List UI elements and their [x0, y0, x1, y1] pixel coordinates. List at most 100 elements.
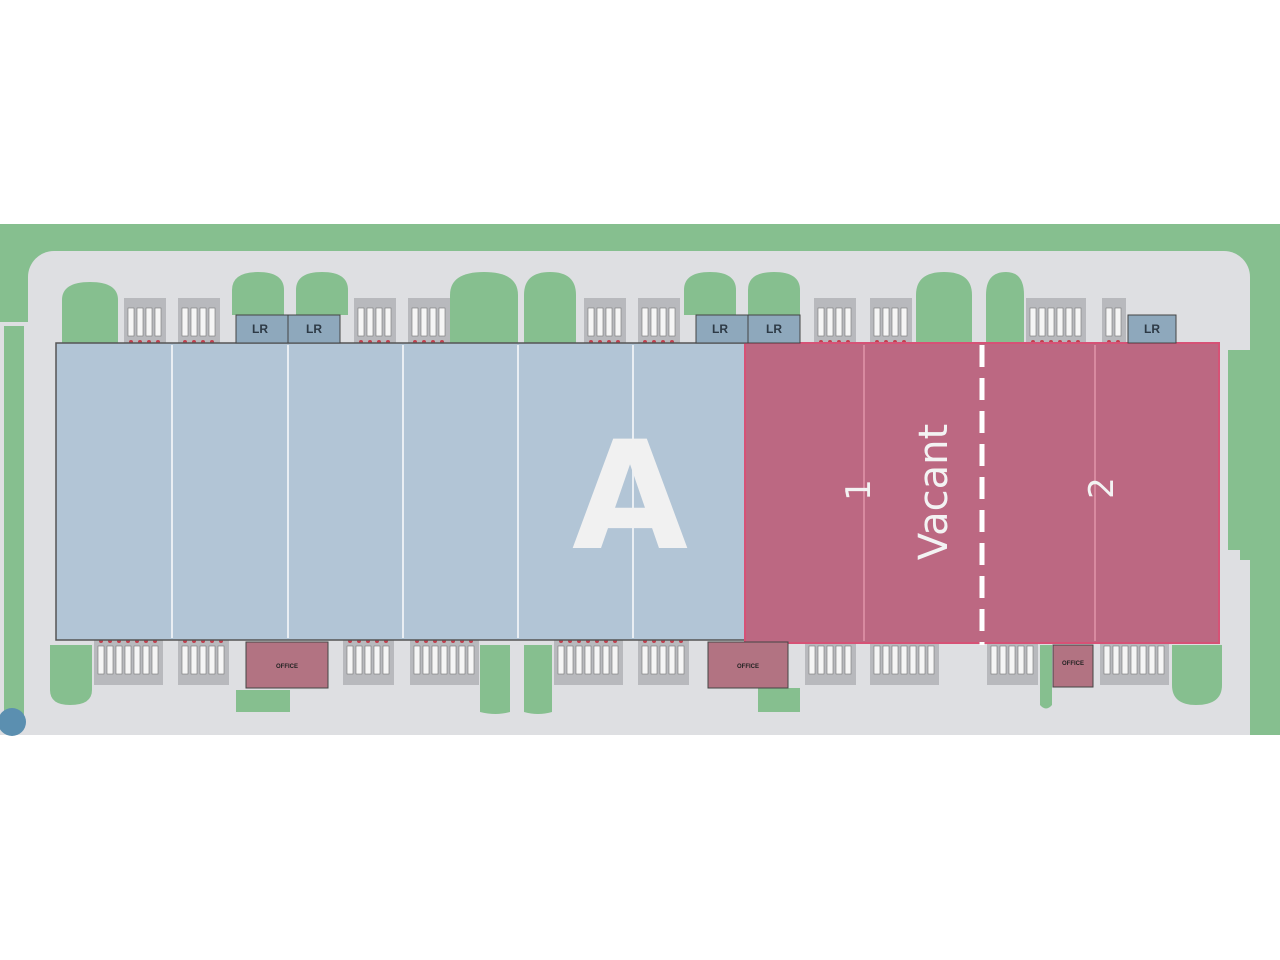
dock-door: [413, 645, 421, 675]
dock-door: [584, 645, 592, 675]
dock-door: [106, 645, 114, 675]
dock-door: [614, 307, 622, 337]
dock-door: [891, 307, 899, 337]
dock-door: [97, 645, 105, 675]
dock-door: [873, 307, 881, 337]
office-label-3: OFFICE: [1062, 661, 1084, 667]
dock-door: [375, 307, 383, 337]
dock-door: [1121, 645, 1129, 675]
dock-door: [891, 645, 899, 675]
north-dock-pads: [124, 298, 1126, 344]
dock-door: [115, 645, 123, 675]
dock-door: [817, 645, 825, 675]
dock-door: [593, 645, 601, 675]
dock-door: [411, 307, 419, 337]
dock-door: [575, 645, 583, 675]
lr-label-3: LR: [712, 322, 728, 336]
dock-door: [449, 645, 457, 675]
dock-door: [1008, 645, 1016, 675]
right-grass-strip: [1228, 350, 1280, 550]
dock-door: [384, 307, 392, 337]
vacant-label: Vacant: [911, 424, 957, 560]
dock-door: [844, 645, 852, 675]
dock-door: [467, 645, 475, 675]
loading-rooms: [235, 314, 1177, 344]
dock-door: [1130, 645, 1138, 675]
dock-door: [1114, 307, 1122, 337]
dock-door: [181, 307, 189, 337]
unit-1-label: 1: [839, 479, 879, 501]
dock-door: [835, 645, 843, 675]
dock-door: [918, 645, 926, 675]
dock-door: [1148, 645, 1156, 675]
office-label-1: OFFICE: [276, 664, 298, 670]
dock-door: [668, 307, 676, 337]
dock-door: [136, 307, 144, 337]
loading-room-labels: LR LR LR LR LR: [252, 322, 1160, 336]
dock-door: [641, 307, 649, 337]
dock-door: [835, 307, 843, 337]
south-dock-pads: [94, 639, 1169, 685]
dock-door: [1103, 645, 1111, 675]
dock-door: [659, 645, 667, 675]
dock-door: [429, 307, 437, 337]
dock-door: [133, 645, 141, 675]
dock-door: [151, 645, 159, 675]
building-label: A: [572, 410, 688, 584]
dock-door: [1065, 307, 1073, 337]
dock-door: [882, 307, 890, 337]
dock-door: [602, 645, 610, 675]
dock-door: [605, 307, 613, 337]
dock-door: [217, 645, 225, 675]
dock-door: [873, 645, 881, 675]
left-grass-strip: [4, 326, 24, 716]
dock-door: [611, 645, 619, 675]
dock-door: [420, 307, 428, 337]
dock-door: [199, 645, 207, 675]
dock-door: [373, 645, 381, 675]
dock-door: [650, 307, 658, 337]
dock-door: [208, 645, 216, 675]
dock-door: [999, 645, 1007, 675]
dock-door: [826, 307, 834, 337]
dock-door: [458, 645, 466, 675]
dock-door: [668, 645, 676, 675]
dock-door: [1074, 307, 1082, 337]
dock-door: [346, 645, 354, 675]
dock-door: [909, 645, 917, 675]
dock-door: [566, 645, 574, 675]
dock-door: [422, 645, 430, 675]
dock-door: [650, 645, 658, 675]
dock-door: [927, 645, 935, 675]
dock-door: [808, 645, 816, 675]
pond: [0, 708, 26, 736]
dock-door: [154, 307, 162, 337]
dock-door: [641, 645, 649, 675]
lr-label-4: LR: [766, 322, 782, 336]
dock-door: [124, 645, 132, 675]
bottom-lot: [28, 705, 1250, 735]
dock-door: [596, 307, 604, 337]
dock-door: [440, 645, 448, 675]
dock-door: [587, 307, 595, 337]
dock-pad: [1102, 298, 1126, 343]
dock-door: [882, 645, 890, 675]
dock-door: [900, 307, 908, 337]
dock-door: [1056, 307, 1064, 337]
dock-door: [127, 307, 135, 337]
offices: [245, 641, 1094, 689]
dock-door: [990, 645, 998, 675]
lr-label-1: LR: [252, 322, 268, 336]
dock-door: [1047, 307, 1055, 337]
dock-door: [438, 307, 446, 337]
dock-door: [190, 645, 198, 675]
dock-door: [1105, 307, 1113, 337]
dock-door: [181, 645, 189, 675]
dock-door: [844, 307, 852, 337]
dock-door: [826, 645, 834, 675]
bay-lines: [171, 345, 634, 638]
dock-door: [900, 645, 908, 675]
north-islands: [62, 272, 1024, 345]
dock-door: [659, 307, 667, 337]
